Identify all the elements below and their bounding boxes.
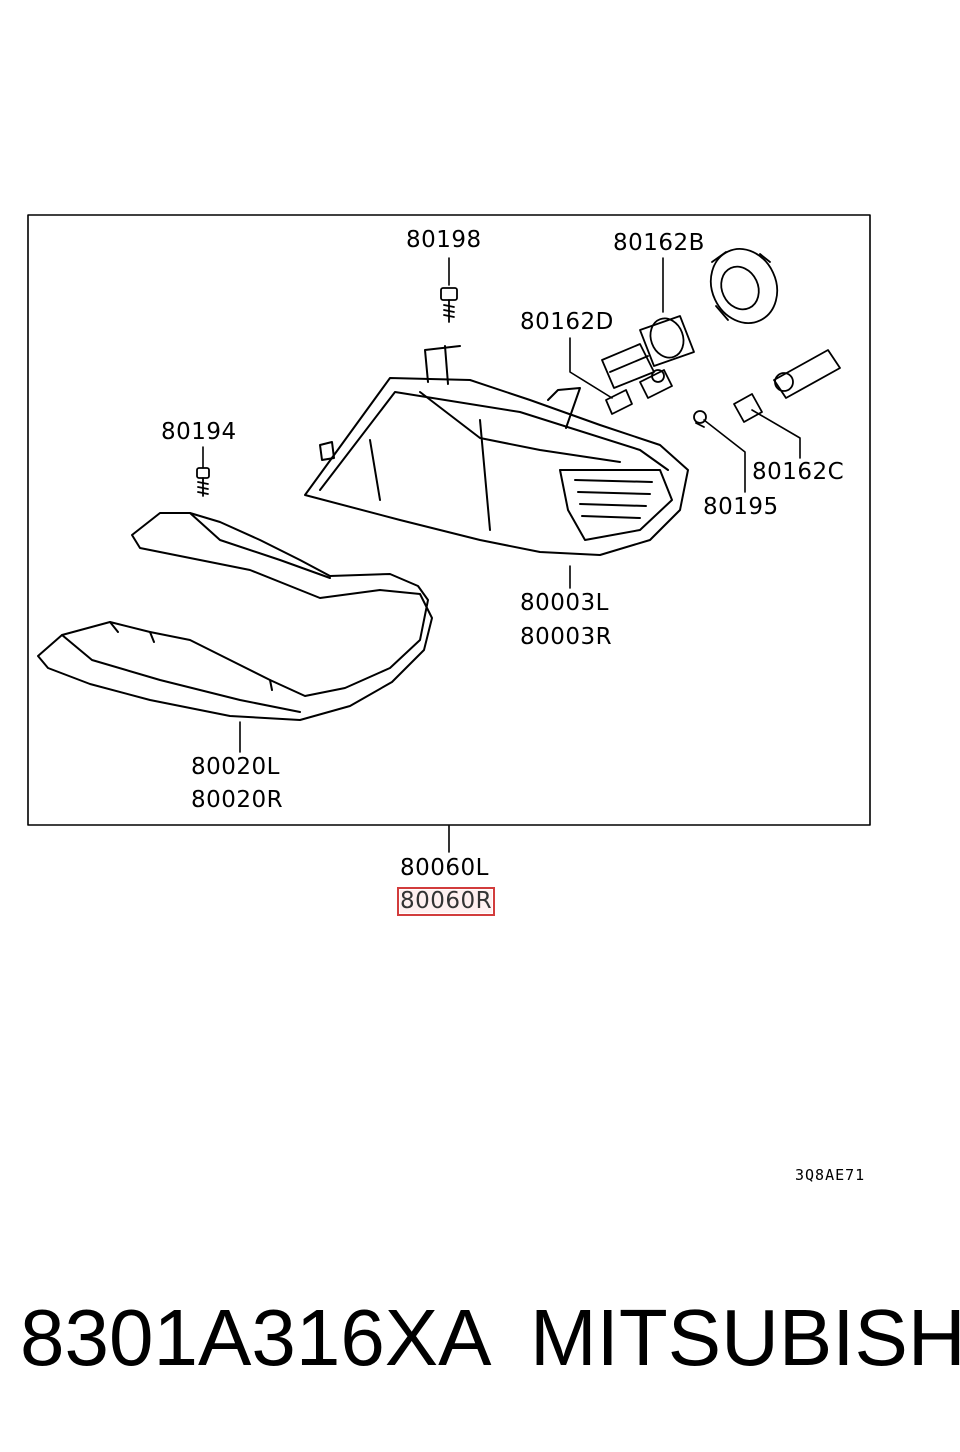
callout-80195[interactable]: 80195 [703, 494, 779, 520]
headlamp-bulb-80162B [601, 315, 695, 389]
leader-lines [202, 257, 801, 853]
headlamp-housing-80003 [304, 345, 689, 556]
callout-80162C[interactable]: 80162C [752, 459, 845, 485]
side-bulb-80162C [733, 349, 841, 423]
screw-80194 [196, 467, 210, 497]
footer-brand: MITSUBISHI [530, 1293, 960, 1382]
callout-80020R[interactable]: 80020R [191, 787, 284, 813]
bulb-socket-cap [709, 248, 779, 324]
footer-part-number: 8301A316XA [20, 1293, 492, 1382]
bezel-garnish-80020 [37, 512, 433, 721]
callout-80003R[interactable]: 80003R [520, 624, 613, 650]
callout-80162B[interactable]: 80162B [613, 230, 705, 256]
callout-80194[interactable]: 80194 [161, 419, 237, 445]
callout-80060L[interactable]: 80060L [400, 855, 489, 881]
callout-80162D[interactable]: 80162D [520, 309, 614, 335]
callout-80060R-highlighted[interactable]: 80060R [396, 887, 496, 916]
diagram-frame [27, 214, 871, 826]
callout-80020L[interactable]: 80020L [191, 754, 280, 780]
screw-80198 [440, 287, 458, 323]
small-bulb-80162D [605, 369, 673, 415]
clip-80195 [693, 410, 707, 428]
diagram-reference-code: 3Q8AE71 [795, 1166, 866, 1184]
callout-80003L[interactable]: 80003L [520, 590, 609, 616]
callout-80198[interactable]: 80198 [406, 227, 482, 253]
